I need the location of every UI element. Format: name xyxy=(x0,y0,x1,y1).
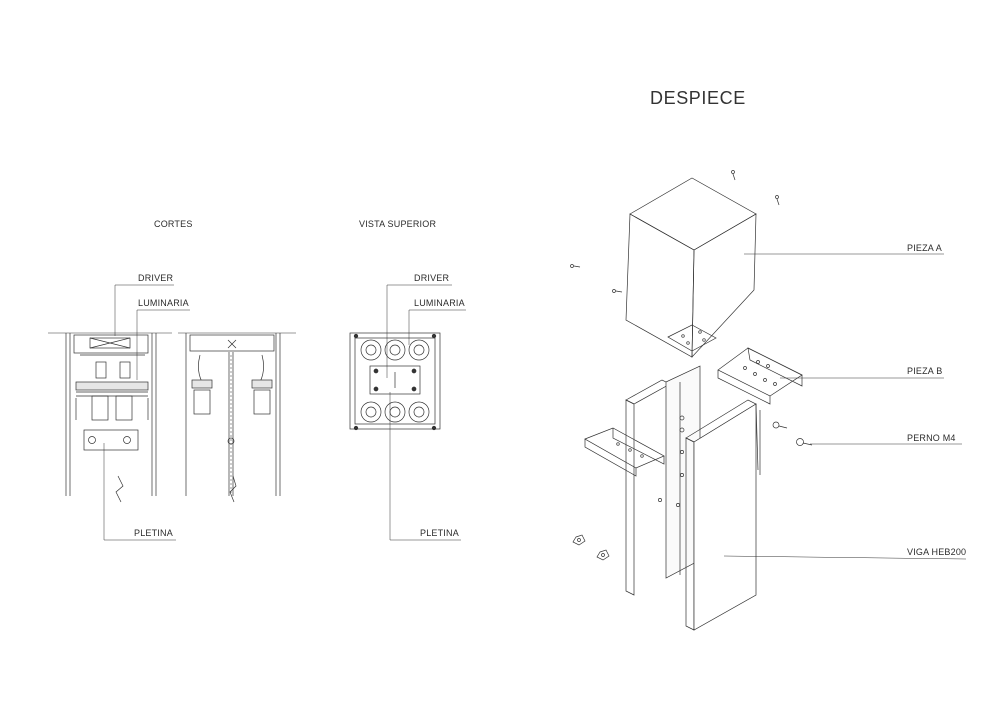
leader-lines xyxy=(103,253,967,560)
cortes-section-left xyxy=(48,332,172,503)
cortes-luminaria-label: LUMINARIA xyxy=(138,298,189,308)
vista-driver-label: DRIVER xyxy=(414,273,450,283)
left-bracket xyxy=(584,427,665,477)
cortes-driver-label: DRIVER xyxy=(138,273,174,283)
pieza-b-label: PIEZA B xyxy=(907,366,943,376)
vista-luminaria-label: LUMINARIA xyxy=(414,298,465,308)
pieza-a-label: PIEZA A xyxy=(907,243,942,253)
cortes-heading: CORTES xyxy=(154,219,193,229)
perno-m4-bolts xyxy=(572,421,813,561)
vista-superior-plan xyxy=(349,332,441,431)
cortes-pletina-label: PLETINA xyxy=(134,528,173,538)
perno-label: PERNO M4 xyxy=(907,433,956,443)
vista-pletina-label: PLETINA xyxy=(420,528,459,538)
pieza-a-cover xyxy=(570,170,780,358)
page-title: DESPIECE xyxy=(650,88,746,108)
base-plate xyxy=(667,324,717,352)
viga-label: VIGA HEB200 xyxy=(907,547,967,557)
vista-superior-heading: VISTA SUPERIOR xyxy=(359,219,437,229)
pieza-b-bracket xyxy=(717,347,803,405)
viga-heb200-beam xyxy=(625,365,761,631)
cortes-section-right xyxy=(178,332,296,503)
